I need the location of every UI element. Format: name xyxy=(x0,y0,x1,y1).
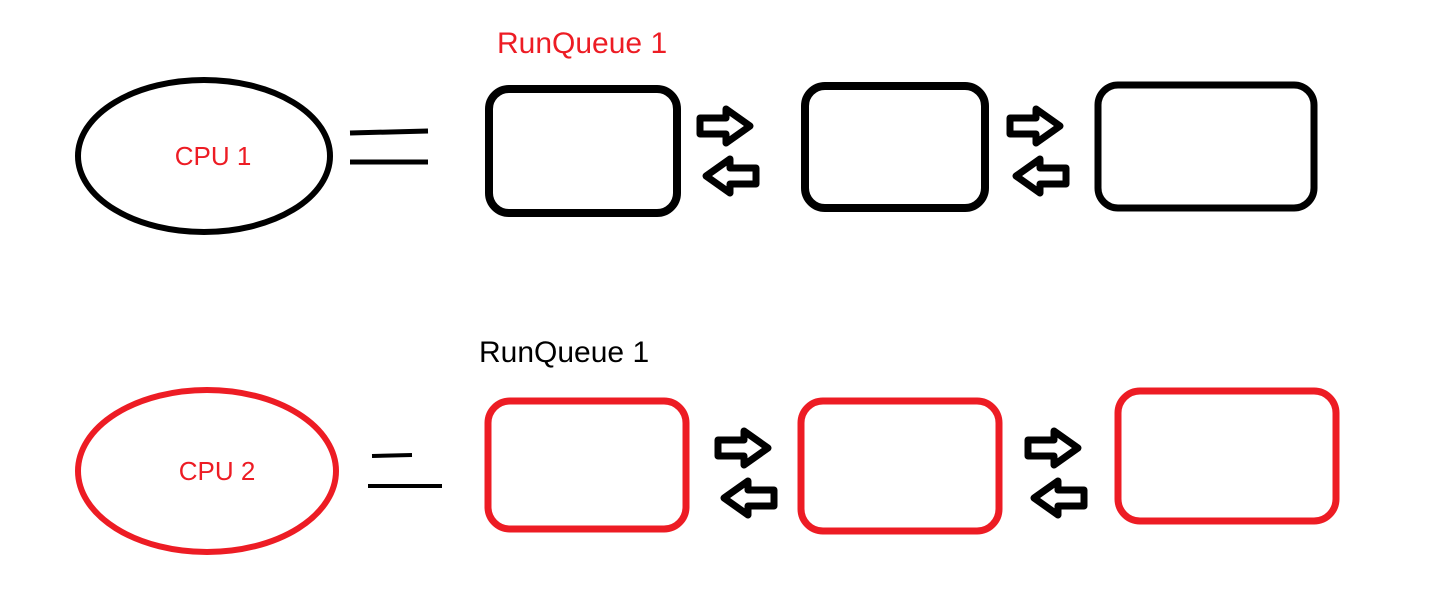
queue-box-row2-2-shape xyxy=(797,397,1003,535)
left-arrow-icon xyxy=(1012,155,1070,197)
equals-connector-row2-shape xyxy=(368,453,442,488)
queue-box-row1-2-shape xyxy=(801,82,989,212)
arrow-pair-row1-1 xyxy=(696,105,760,206)
arrow-pair-row1-1-shape xyxy=(696,105,760,197)
queue-box-row1-1-label xyxy=(484,84,682,218)
queue-box-row2-3-label xyxy=(1113,386,1341,526)
queue-box-row2-1[interactable] xyxy=(483,396,691,534)
queue-box-row1-3-label xyxy=(1093,80,1319,213)
queue-box-row2-2-label xyxy=(796,396,1004,536)
equals-connector-row1 xyxy=(348,126,434,172)
right-arrow-icon xyxy=(696,105,754,147)
runqueue-title-row2: RunQueue 1 xyxy=(479,336,650,369)
left-arrow-icon xyxy=(702,155,760,197)
queue-box-row1-2[interactable] xyxy=(800,81,990,213)
cpu-node-2[interactable]: CPU 2 xyxy=(72,385,342,557)
left-arrow-icon xyxy=(720,477,778,519)
queue-box-row1-3-shape xyxy=(1094,81,1318,212)
queue-box-row1-1-shape xyxy=(485,85,681,217)
left-arrow-icon xyxy=(1030,477,1088,519)
right-arrow-icon xyxy=(714,427,772,469)
arrow-pair-row2-2-shape xyxy=(1024,427,1088,519)
arrow-pair-row2-1-shape xyxy=(714,427,778,519)
queue-box-row1-3[interactable] xyxy=(1093,80,1319,213)
arrow-pair-row2-2 xyxy=(1024,427,1088,528)
queue-box-row2-3-shape xyxy=(1114,387,1340,525)
equals-connector-row1-shape xyxy=(349,128,429,165)
right-arrow-icon xyxy=(1006,105,1064,147)
queue-box-row2-3[interactable] xyxy=(1113,386,1341,526)
queue-box-row1-2-label xyxy=(800,81,990,213)
arrow-pair-row1-2-shape xyxy=(1006,105,1070,197)
cpu-ellipse-2-shape xyxy=(75,387,339,555)
arrow-pair-row1-2 xyxy=(1006,105,1070,206)
cpu-ellipse-1-shape xyxy=(75,77,333,235)
arrow-pair-row2-1 xyxy=(714,427,778,528)
runqueue-title-row1: RunQueue 1 xyxy=(497,27,668,60)
cpu-node-1[interactable]: CPU 1 xyxy=(72,74,336,238)
queue-box-row1-1[interactable] xyxy=(484,84,682,218)
equals-connector-row2 xyxy=(366,448,452,494)
right-arrow-icon xyxy=(1024,427,1082,469)
cpu-label-2: CPU 2 xyxy=(178,456,256,486)
cpu-label-1: CPU 1 xyxy=(174,141,252,171)
queue-box-row2-2[interactable] xyxy=(796,396,1004,536)
queue-box-row2-1-shape xyxy=(484,397,690,533)
queue-box-row2-1-label xyxy=(483,396,691,534)
